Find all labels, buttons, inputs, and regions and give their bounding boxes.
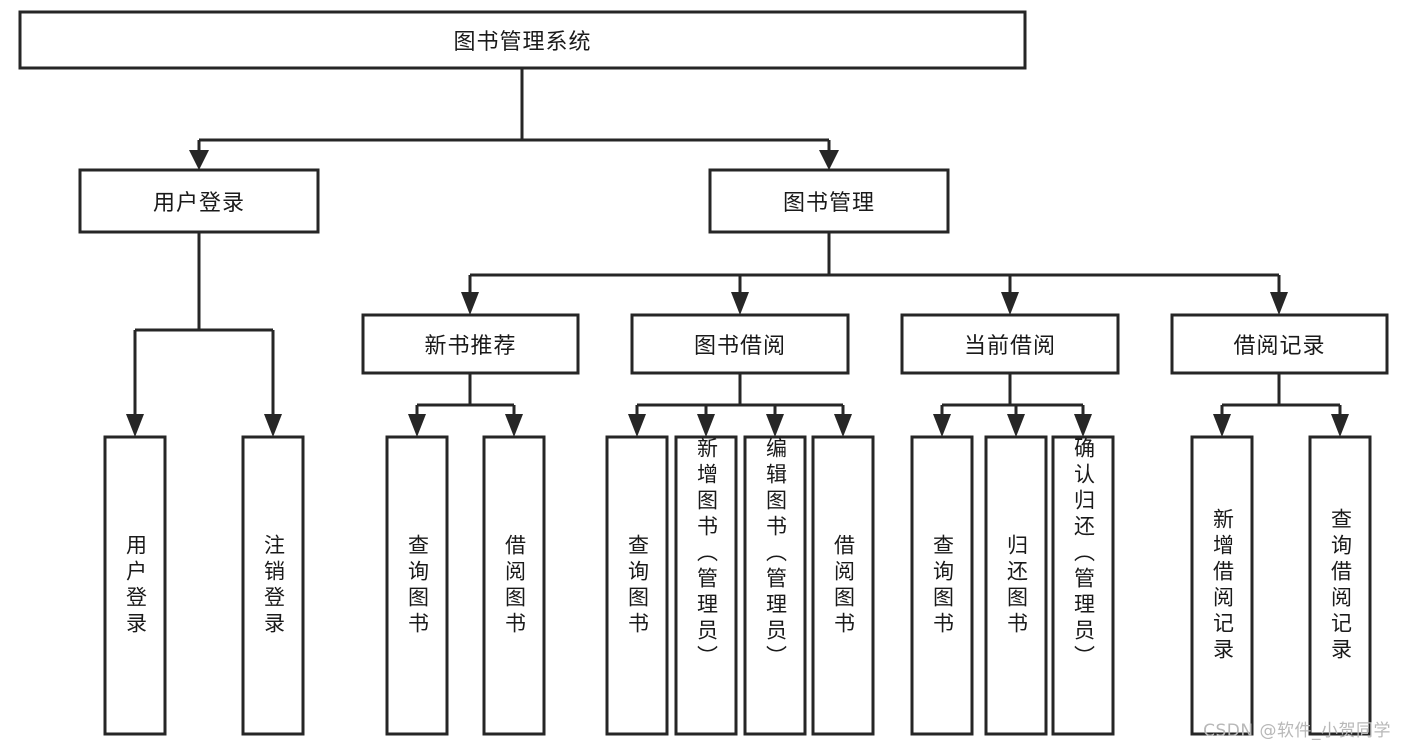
arrow-head-leaf-bb-edit xyxy=(766,414,784,437)
node-leaf-bb-add[interactable] xyxy=(674,435,738,736)
arrow-head-leaf-cb-return xyxy=(1007,414,1025,437)
arrow-head-leaf-bb-add xyxy=(697,414,715,437)
arrow-head-new-book-rec xyxy=(461,292,479,315)
node-book-mgmt[interactable] xyxy=(708,168,950,234)
arrow-head-leaf-logout xyxy=(264,414,282,437)
node-leaf-rec-query[interactable] xyxy=(385,435,449,736)
arrow-head-current-borrow xyxy=(1001,292,1019,315)
node-root[interactable] xyxy=(18,10,1027,70)
arrow-head-book-mgmt xyxy=(819,150,839,170)
arrow-head-leaf-rec-query xyxy=(408,414,426,437)
node-leaf-rec-borrow[interactable] xyxy=(482,435,546,736)
node-current-borrow[interactable] xyxy=(900,313,1120,375)
node-leaf-cb-return[interactable] xyxy=(984,435,1048,736)
arrow-head-leaf-bb-borrow xyxy=(834,414,852,437)
node-leaf-cb-query[interactable] xyxy=(910,435,974,736)
arrow-head-book-borrow xyxy=(731,292,749,315)
node-user-login[interactable] xyxy=(78,168,320,234)
node-leaf-bb-edit[interactable] xyxy=(743,435,807,736)
node-borrow-record[interactable] xyxy=(1170,313,1389,375)
node-leaf-br-query[interactable] xyxy=(1308,435,1372,736)
arrow-head-leaf-user-login xyxy=(126,414,144,437)
arrow-head-leaf-bb-query xyxy=(628,414,646,437)
node-leaf-bb-borrow[interactable] xyxy=(811,435,875,736)
arrow-head-user-login xyxy=(189,150,209,170)
node-new-book-rec[interactable] xyxy=(361,313,580,375)
arrow-head-borrow-record xyxy=(1270,292,1288,315)
node-layer xyxy=(18,10,1389,736)
arrow-head-leaf-cb-confirm xyxy=(1074,414,1092,437)
connector-layer xyxy=(126,68,1349,437)
node-leaf-bb-query[interactable] xyxy=(605,435,669,736)
node-leaf-logout[interactable] xyxy=(241,435,305,736)
node-leaf-cb-confirm[interactable] xyxy=(1051,435,1115,736)
arrow-head-leaf-br-query xyxy=(1331,414,1349,437)
node-leaf-br-add[interactable] xyxy=(1190,435,1254,736)
arrow-head-leaf-rec-borrow xyxy=(505,414,523,437)
node-leaf-user-login[interactable] xyxy=(103,435,167,736)
node-book-borrow[interactable] xyxy=(630,313,850,375)
arrow-head-leaf-cb-query xyxy=(933,414,951,437)
arrow-head-leaf-br-add xyxy=(1213,414,1231,437)
